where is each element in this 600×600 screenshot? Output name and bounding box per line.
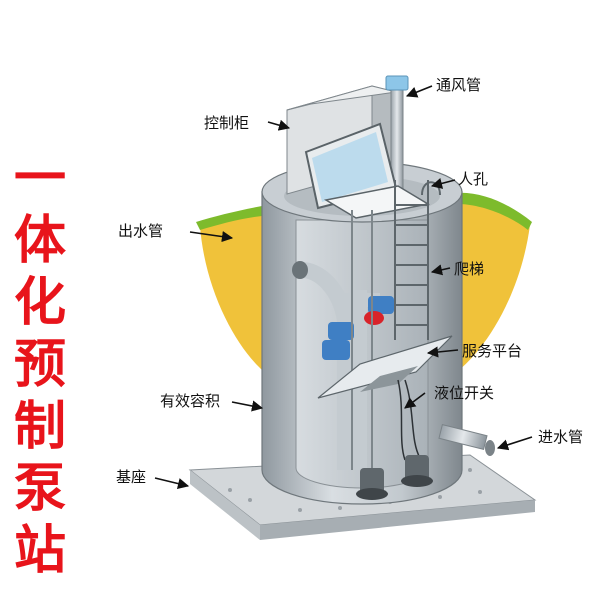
vertical-title: 一 体 化 预 制 泵 站 <box>8 148 72 582</box>
manhole-label: 人孔 <box>458 170 489 188</box>
control-cabinet-leader <box>267 119 291 131</box>
title-char: 泵 <box>13 459 66 519</box>
check-valve <box>364 311 384 325</box>
submersible-pump-1 <box>356 468 388 500</box>
pipe-coupling-3 <box>368 296 394 314</box>
inlet-pipe-leader <box>496 436 533 451</box>
service-platform-leader <box>426 346 459 358</box>
level-switch-label: 液位开关 <box>434 384 495 402</box>
title-char: 预 <box>13 335 66 395</box>
title-char: 制 <box>13 397 66 457</box>
base-slab-front <box>260 500 535 540</box>
grass-left <box>196 206 262 230</box>
title-char: 站 <box>13 521 66 581</box>
vent-pipe-leader <box>405 85 433 98</box>
inlet-pipe <box>438 424 488 450</box>
manhole-leader <box>430 178 456 189</box>
outlet-pipe-leader <box>189 231 234 243</box>
inlet-pipe-label: 进水管 <box>538 428 584 446</box>
base-slab-left <box>190 470 260 540</box>
soil-left <box>200 212 262 370</box>
outlet-pipe-label: 出水管 <box>118 222 164 240</box>
effective-volume-label: 有效容积 <box>160 392 221 410</box>
vent-pipe-label: 通风管 <box>436 76 482 94</box>
effective-volume-leader <box>231 400 264 412</box>
ladder-leader <box>430 264 451 276</box>
service-platform-label: 服务平台 <box>462 342 523 360</box>
ladder <box>394 180 441 340</box>
ladder-label: 爬梯 <box>454 260 485 278</box>
base-label: 基座 <box>116 468 147 486</box>
pipe-coupling-2 <box>322 340 350 360</box>
submersible-pump-2 <box>401 455 433 487</box>
title-char: 化 <box>13 273 66 333</box>
grass-right <box>440 192 532 230</box>
base-leader <box>154 477 190 490</box>
title-char: 体 <box>13 211 66 271</box>
level-switch-leader <box>404 392 426 409</box>
title-char: 一 <box>13 149 66 209</box>
pipe-coupling-1 <box>328 322 354 340</box>
control-cabinet-label: 控制柜 <box>204 114 250 132</box>
